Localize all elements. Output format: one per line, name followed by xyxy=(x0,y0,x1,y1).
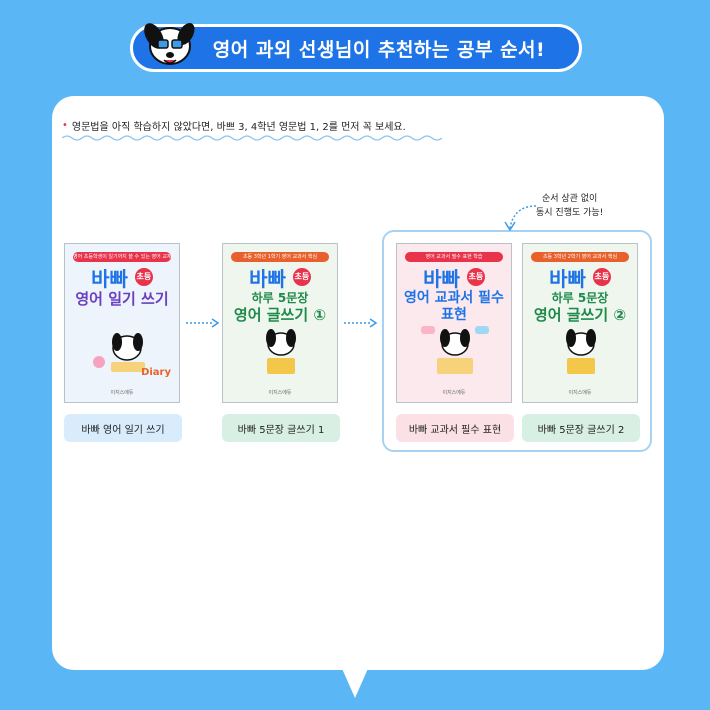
book-brand: 바빠 초등 xyxy=(397,268,511,290)
dog-illustration-icon xyxy=(566,329,596,374)
parallel-annotation: 순서 상관 없이 동시 진행도 가능! xyxy=(536,192,603,220)
book-ribbon: 초등 3학년 2학기 영어 교과서 핵심 xyxy=(531,252,629,262)
header-title: 영어 과외 선생님이 추천하는 공부 순서! xyxy=(212,38,546,61)
wavy-underline xyxy=(62,135,442,141)
header-banner: 영어 과외 선생님이 추천하는 공부 순서! xyxy=(130,24,582,72)
speech-tail xyxy=(340,664,370,698)
book-brand: 바빠 초등 xyxy=(223,268,337,290)
book-brand: 바빠 초등 xyxy=(523,268,637,290)
book-cover-writing-2[interactable]: 초등 3학년 2학기 영어 교과서 핵심 바빠 초등 하루 5문장 영어 글쓰기… xyxy=(522,243,638,403)
book-brand-text: 바빠 xyxy=(549,267,586,291)
book-publisher: 이지스에듀 xyxy=(442,390,466,396)
note-bullet: • xyxy=(62,120,68,131)
book-grade-tag: 초등 xyxy=(592,268,611,286)
book-caption-writing-2: 바빠 5문장 글쓰기 2 xyxy=(522,414,640,442)
book-cover-expressions[interactable]: 영어 교과서 필수 표현 학습 바빠 초등 영어 교과서 필수 표현 이지스에듀 xyxy=(396,243,512,403)
book-grade-tag: 초등 xyxy=(134,268,153,286)
book-publisher: 이지스에듀 xyxy=(568,390,592,396)
book-publisher: 이지스에듀 xyxy=(268,390,292,396)
book-title: 영어 교과서 필수 표현 xyxy=(404,290,504,323)
book-brand: 바빠 초등 xyxy=(65,268,179,290)
book-badge: Diary xyxy=(141,367,171,378)
book-caption-diary: 바빠 영어 일기 쓰기 xyxy=(64,414,182,442)
book-ribbon: 영어 교과서 필수 표현 학습 xyxy=(405,252,503,262)
book-publisher: 이지스에듀 xyxy=(110,390,134,396)
book-cover-diary[interactable]: 영어 초등학생이 일기까지 쓸 수 있는 영어 교재 바빠 초등 영어 일기 쓰… xyxy=(64,243,180,403)
curved-arrow-icon xyxy=(504,205,537,232)
book-title: 영어 일기 쓰기 xyxy=(75,290,169,308)
book-brand-text: 바빠 xyxy=(423,267,460,291)
book-brand-text: 바빠 xyxy=(249,267,286,291)
book-subtitle: 하루 5문장 xyxy=(551,291,609,305)
annotation-line-1: 순서 상관 없이 xyxy=(541,194,598,204)
dog-illustration-icon xyxy=(266,329,296,374)
note-text: 영문법을 아직 학습하지 않았다면, 바쁘 3, 4학년 영문법 1, 2를 먼… xyxy=(71,122,406,133)
book-cover-writing-1[interactable]: 초등 3학년 1학기 영어 교과서 핵심 바빠 초등 하루 5문장 영어 글쓰기… xyxy=(222,243,338,403)
annotation-line-2: 동시 진행도 가능! xyxy=(536,208,604,218)
study-note: • 영문법을 아직 학습하지 않았다면, 바쁘 3, 4학년 영문법 1, 2를… xyxy=(62,118,406,133)
book-caption-expressions: 바빠 교과서 필수 표현 xyxy=(396,414,514,442)
dotted-arrow-icon xyxy=(186,318,220,328)
book-grade-tag: 초등 xyxy=(466,268,485,286)
dog-illustration-icon xyxy=(93,333,145,372)
book-subtitle: 하루 5문장 xyxy=(251,291,309,305)
dog-mascot-icon xyxy=(144,23,195,65)
book-grade-tag: 초등 xyxy=(292,268,311,286)
book-ribbon: 영어 초등학생이 일기까지 쓸 수 있는 영어 교재 xyxy=(73,252,171,262)
book-brand-text: 바빠 xyxy=(91,267,128,291)
book-title: 영어 글쓰기 ① xyxy=(233,306,327,324)
book-ribbon: 초등 3학년 1학기 영어 교과서 핵심 xyxy=(231,252,329,262)
book-caption-writing-1: 바빠 5문장 글쓰기 1 xyxy=(222,414,340,442)
book-title: 영어 글쓰기 ② xyxy=(533,306,627,324)
dog-illustration-icon xyxy=(421,326,489,374)
dotted-arrow-icon xyxy=(344,318,378,328)
